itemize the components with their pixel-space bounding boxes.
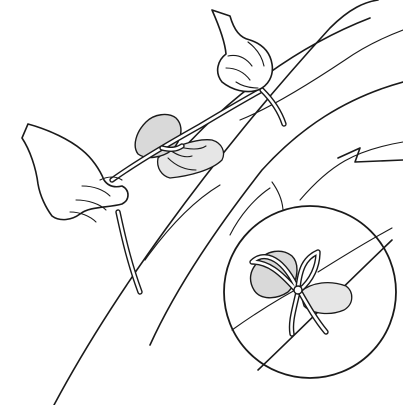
upper-hand	[212, 10, 272, 92]
detail-inset	[224, 206, 396, 378]
lower-hand	[22, 124, 128, 222]
